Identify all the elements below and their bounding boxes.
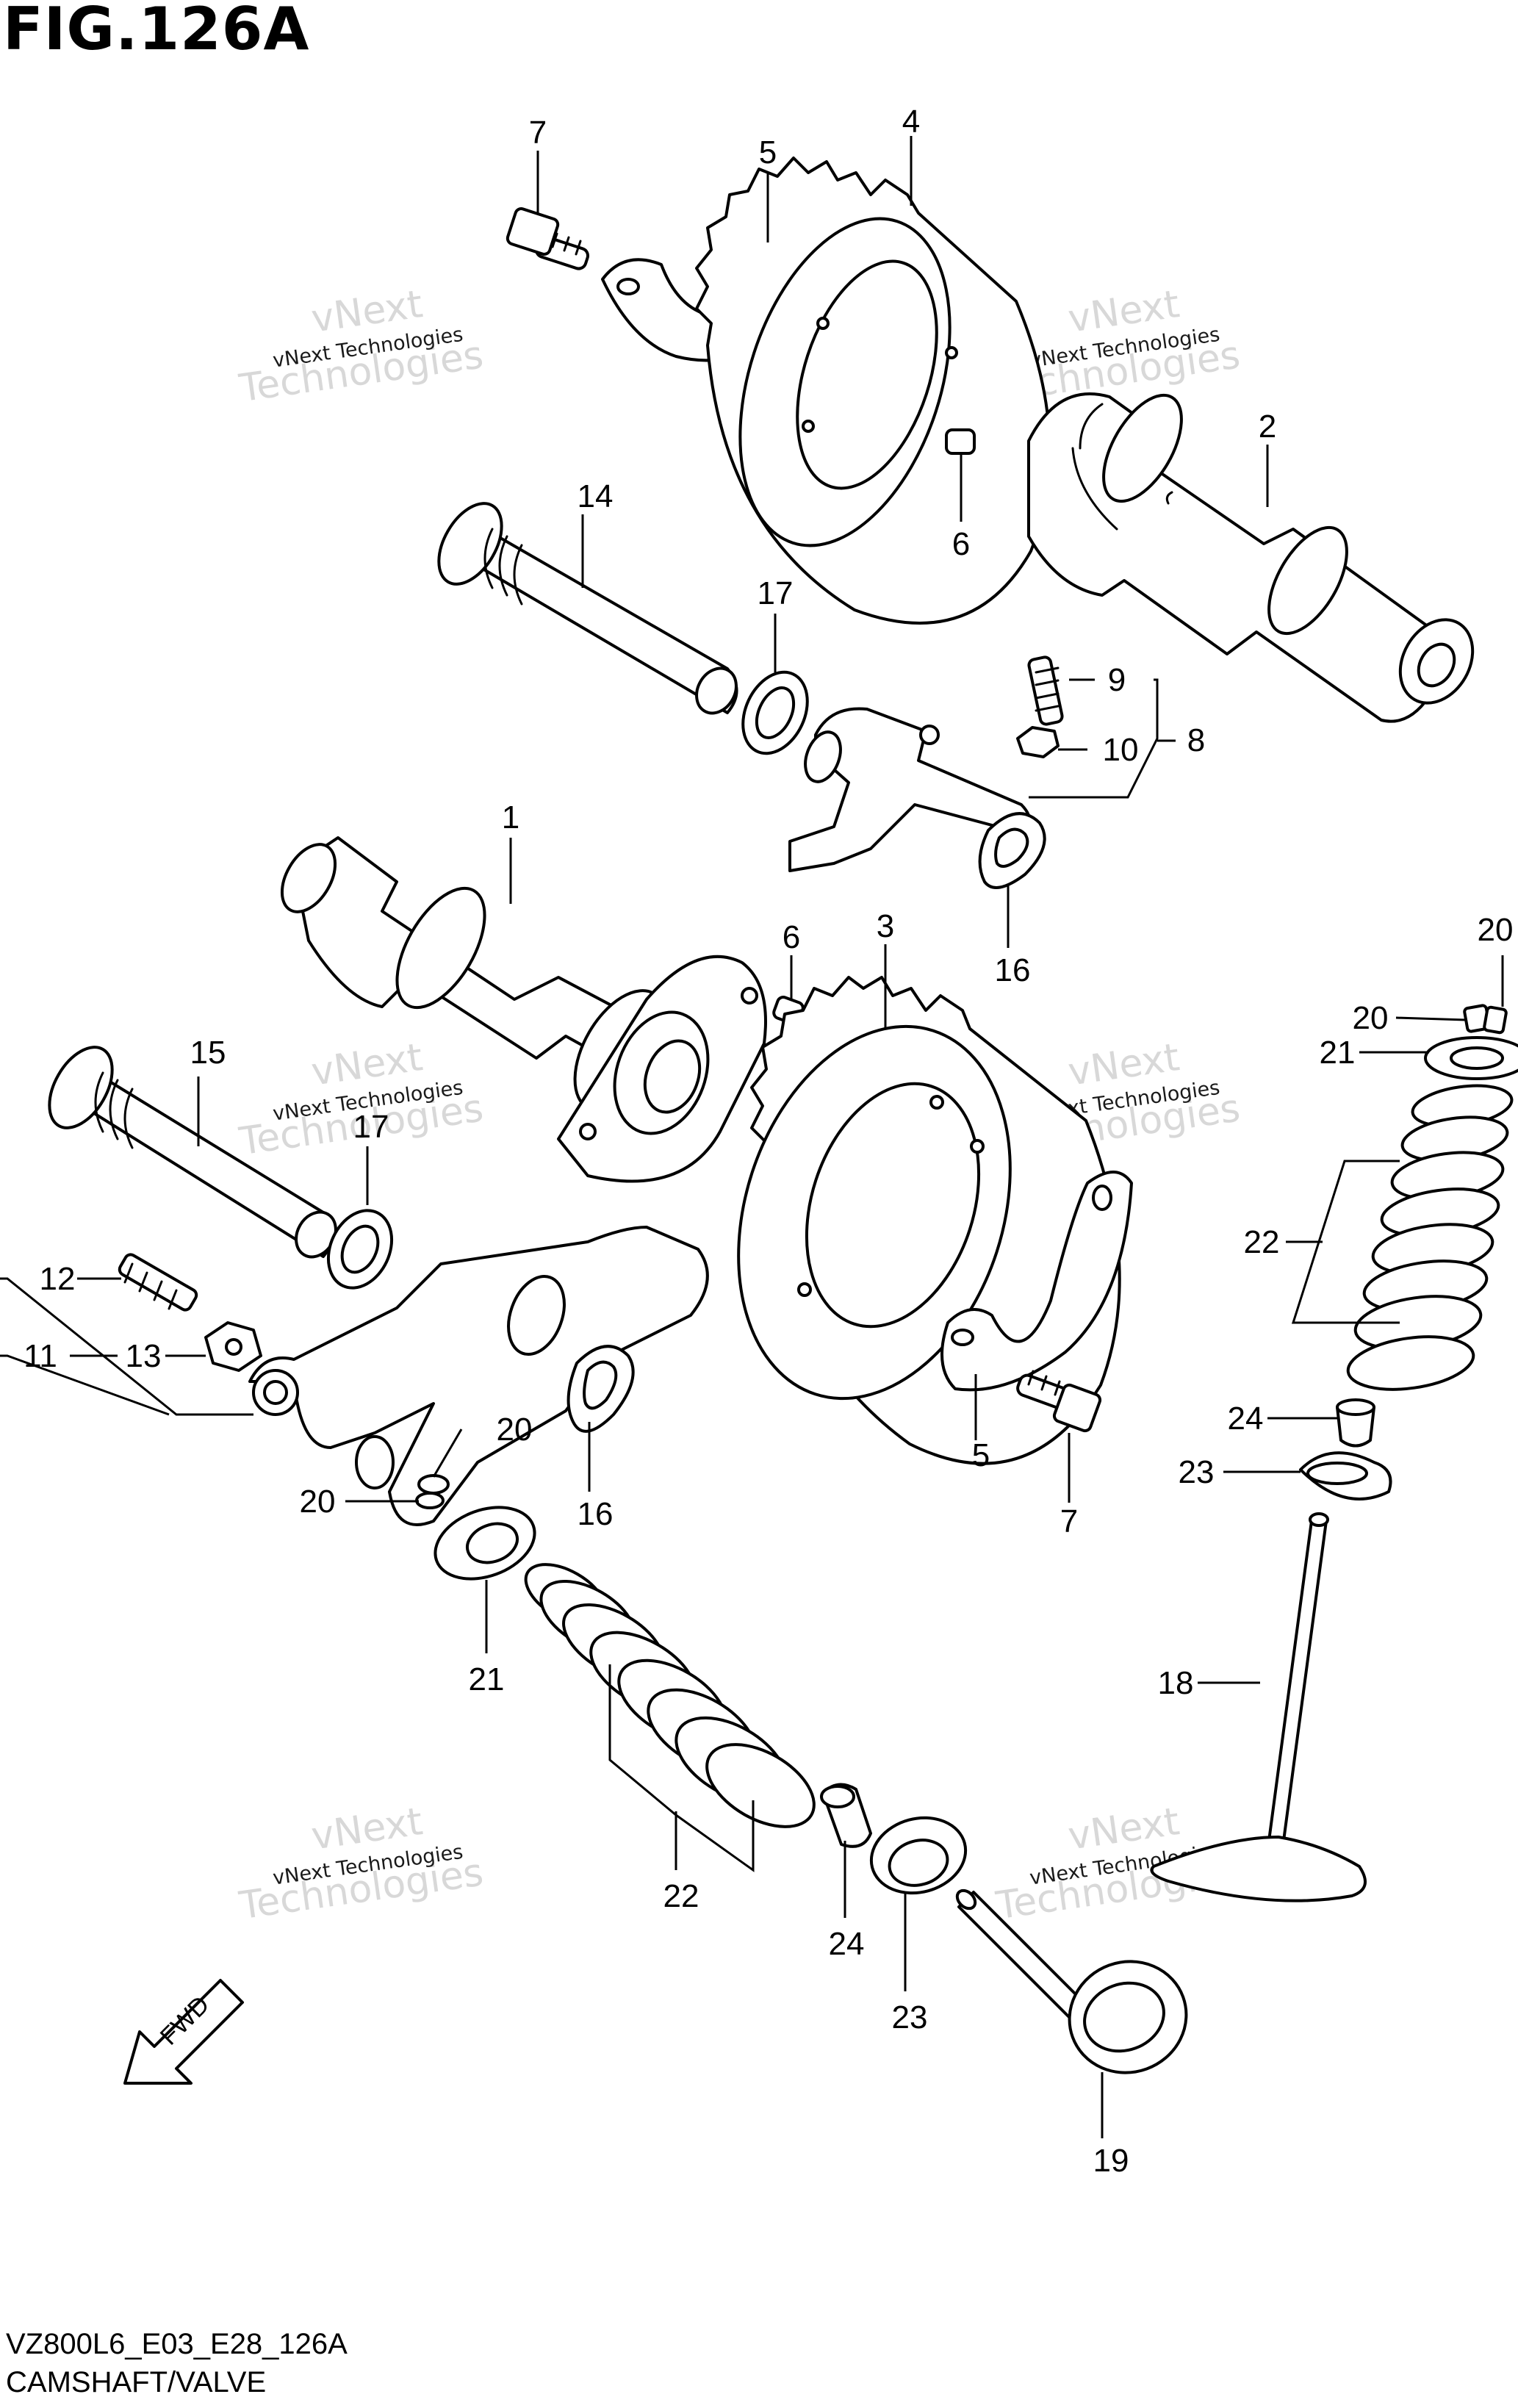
part-13-lock-nut-lower bbox=[204, 1321, 262, 1372]
callout-1: 1 bbox=[502, 799, 519, 835]
callout-21: 21 bbox=[469, 1661, 505, 1697]
part-18-intake-valve bbox=[1150, 1512, 1367, 1902]
callout-9: 9 bbox=[1108, 662, 1126, 698]
part-7-bolt-lower bbox=[1016, 1370, 1102, 1433]
part-14-rocker-shaft bbox=[437, 502, 738, 715]
figure-title: FIG.126A bbox=[3, 0, 310, 63]
leader-lines bbox=[0, 136, 1504, 2138]
callout-21: 21 bbox=[1320, 1035, 1356, 1071]
model-code: VZ800L6_E03_E28_126A bbox=[6, 2328, 348, 2360]
part-20-valve-cotter-right bbox=[1463, 1004, 1508, 1035]
callout-22: 22 bbox=[1244, 1224, 1280, 1260]
part-12-adjusting-screw-lower bbox=[118, 1253, 198, 1312]
callout-3: 3 bbox=[877, 908, 894, 944]
callout-2: 2 bbox=[1259, 409, 1276, 445]
callouts: 7 5 4 2 6 14 17 9 10 8 1 16 6 3 20 20 21… bbox=[24, 104, 1513, 2179]
part-17-washer-top bbox=[741, 670, 809, 755]
callout-13: 13 bbox=[126, 1338, 162, 1374]
part-24-stem-seal-lower bbox=[820, 1783, 872, 1848]
callout-15: 15 bbox=[190, 1035, 226, 1071]
part-24-stem-seal-right bbox=[1336, 1398, 1375, 1448]
callout-5: 5 bbox=[972, 1437, 990, 1473]
callout-4: 4 bbox=[902, 104, 920, 140]
part-7-bolt-top bbox=[506, 207, 590, 270]
callout-7: 7 bbox=[1060, 1503, 1078, 1539]
part-4-cam-sprocket-top bbox=[695, 157, 1051, 625]
callout-18: 18 bbox=[1158, 1665, 1194, 1701]
part-2-camshaft bbox=[1027, 392, 1475, 723]
fwd-direction-arrow: FWD bbox=[123, 1979, 244, 2085]
callout-12: 12 bbox=[40, 1261, 76, 1297]
part-22-valve-spring-lower bbox=[524, 1563, 816, 1828]
callout-14: 14 bbox=[578, 478, 614, 514]
part-16-pad-lower bbox=[566, 1345, 635, 1433]
callout-10: 10 bbox=[1103, 732, 1139, 768]
callout-20: 20 bbox=[497, 1412, 533, 1448]
part-19-exhaust-valve bbox=[955, 1888, 1188, 2074]
part-17-washer-lower bbox=[326, 1209, 394, 1290]
callout-24: 24 bbox=[1228, 1401, 1264, 1437]
part-21-spring-retainer-right bbox=[1424, 1036, 1518, 1080]
callout-17: 17 bbox=[758, 575, 794, 611]
part-1-camshaft bbox=[280, 836, 767, 1183]
callout-6: 6 bbox=[952, 526, 970, 562]
callout-5: 5 bbox=[759, 134, 777, 170]
callout-7: 7 bbox=[529, 115, 547, 151]
callout-17: 17 bbox=[353, 1109, 389, 1145]
callout-22: 22 bbox=[663, 1878, 699, 1914]
part-9-adjusting-screw-top bbox=[1027, 655, 1064, 726]
callout-16: 16 bbox=[995, 952, 1031, 988]
part-21-spring-retainer-lower bbox=[434, 1506, 536, 1581]
part-6-dowel-pin-top bbox=[945, 428, 976, 455]
part-16-pad-top bbox=[978, 812, 1046, 889]
part-22-valve-spring-right bbox=[1346, 1084, 1514, 1391]
callout-16: 16 bbox=[578, 1496, 614, 1532]
callout-6: 6 bbox=[783, 919, 800, 955]
callout-8: 8 bbox=[1187, 722, 1205, 758]
callout-19: 19 bbox=[1093, 2143, 1129, 2179]
callout-20: 20 bbox=[1353, 1000, 1389, 1036]
callout-23: 23 bbox=[1179, 1454, 1215, 1490]
callout-24: 24 bbox=[829, 1926, 865, 1962]
part-15-rocker-shaft bbox=[48, 1046, 337, 1259]
watermark: vNext Technologies vNext Technologies bbox=[236, 1800, 486, 1928]
section-name: CAMSHAFT/VALVE bbox=[6, 2366, 267, 2398]
callout-20: 20 bbox=[1478, 912, 1514, 948]
watermark: vNext Technologies vNext Technologies bbox=[236, 282, 486, 411]
callout-23: 23 bbox=[892, 1999, 928, 2035]
callout-11: 11 bbox=[24, 1338, 57, 1374]
callout-20: 20 bbox=[300, 1484, 336, 1520]
part-8-rocker-arm-top bbox=[788, 707, 1032, 872]
part-11-rocker-arm-lower bbox=[248, 1226, 709, 1526]
part-23-spring-seat-right bbox=[1299, 1451, 1392, 1500]
part-23-spring-seat-lower bbox=[869, 1816, 968, 1895]
part-10-lock-nut-top bbox=[1016, 726, 1060, 758]
